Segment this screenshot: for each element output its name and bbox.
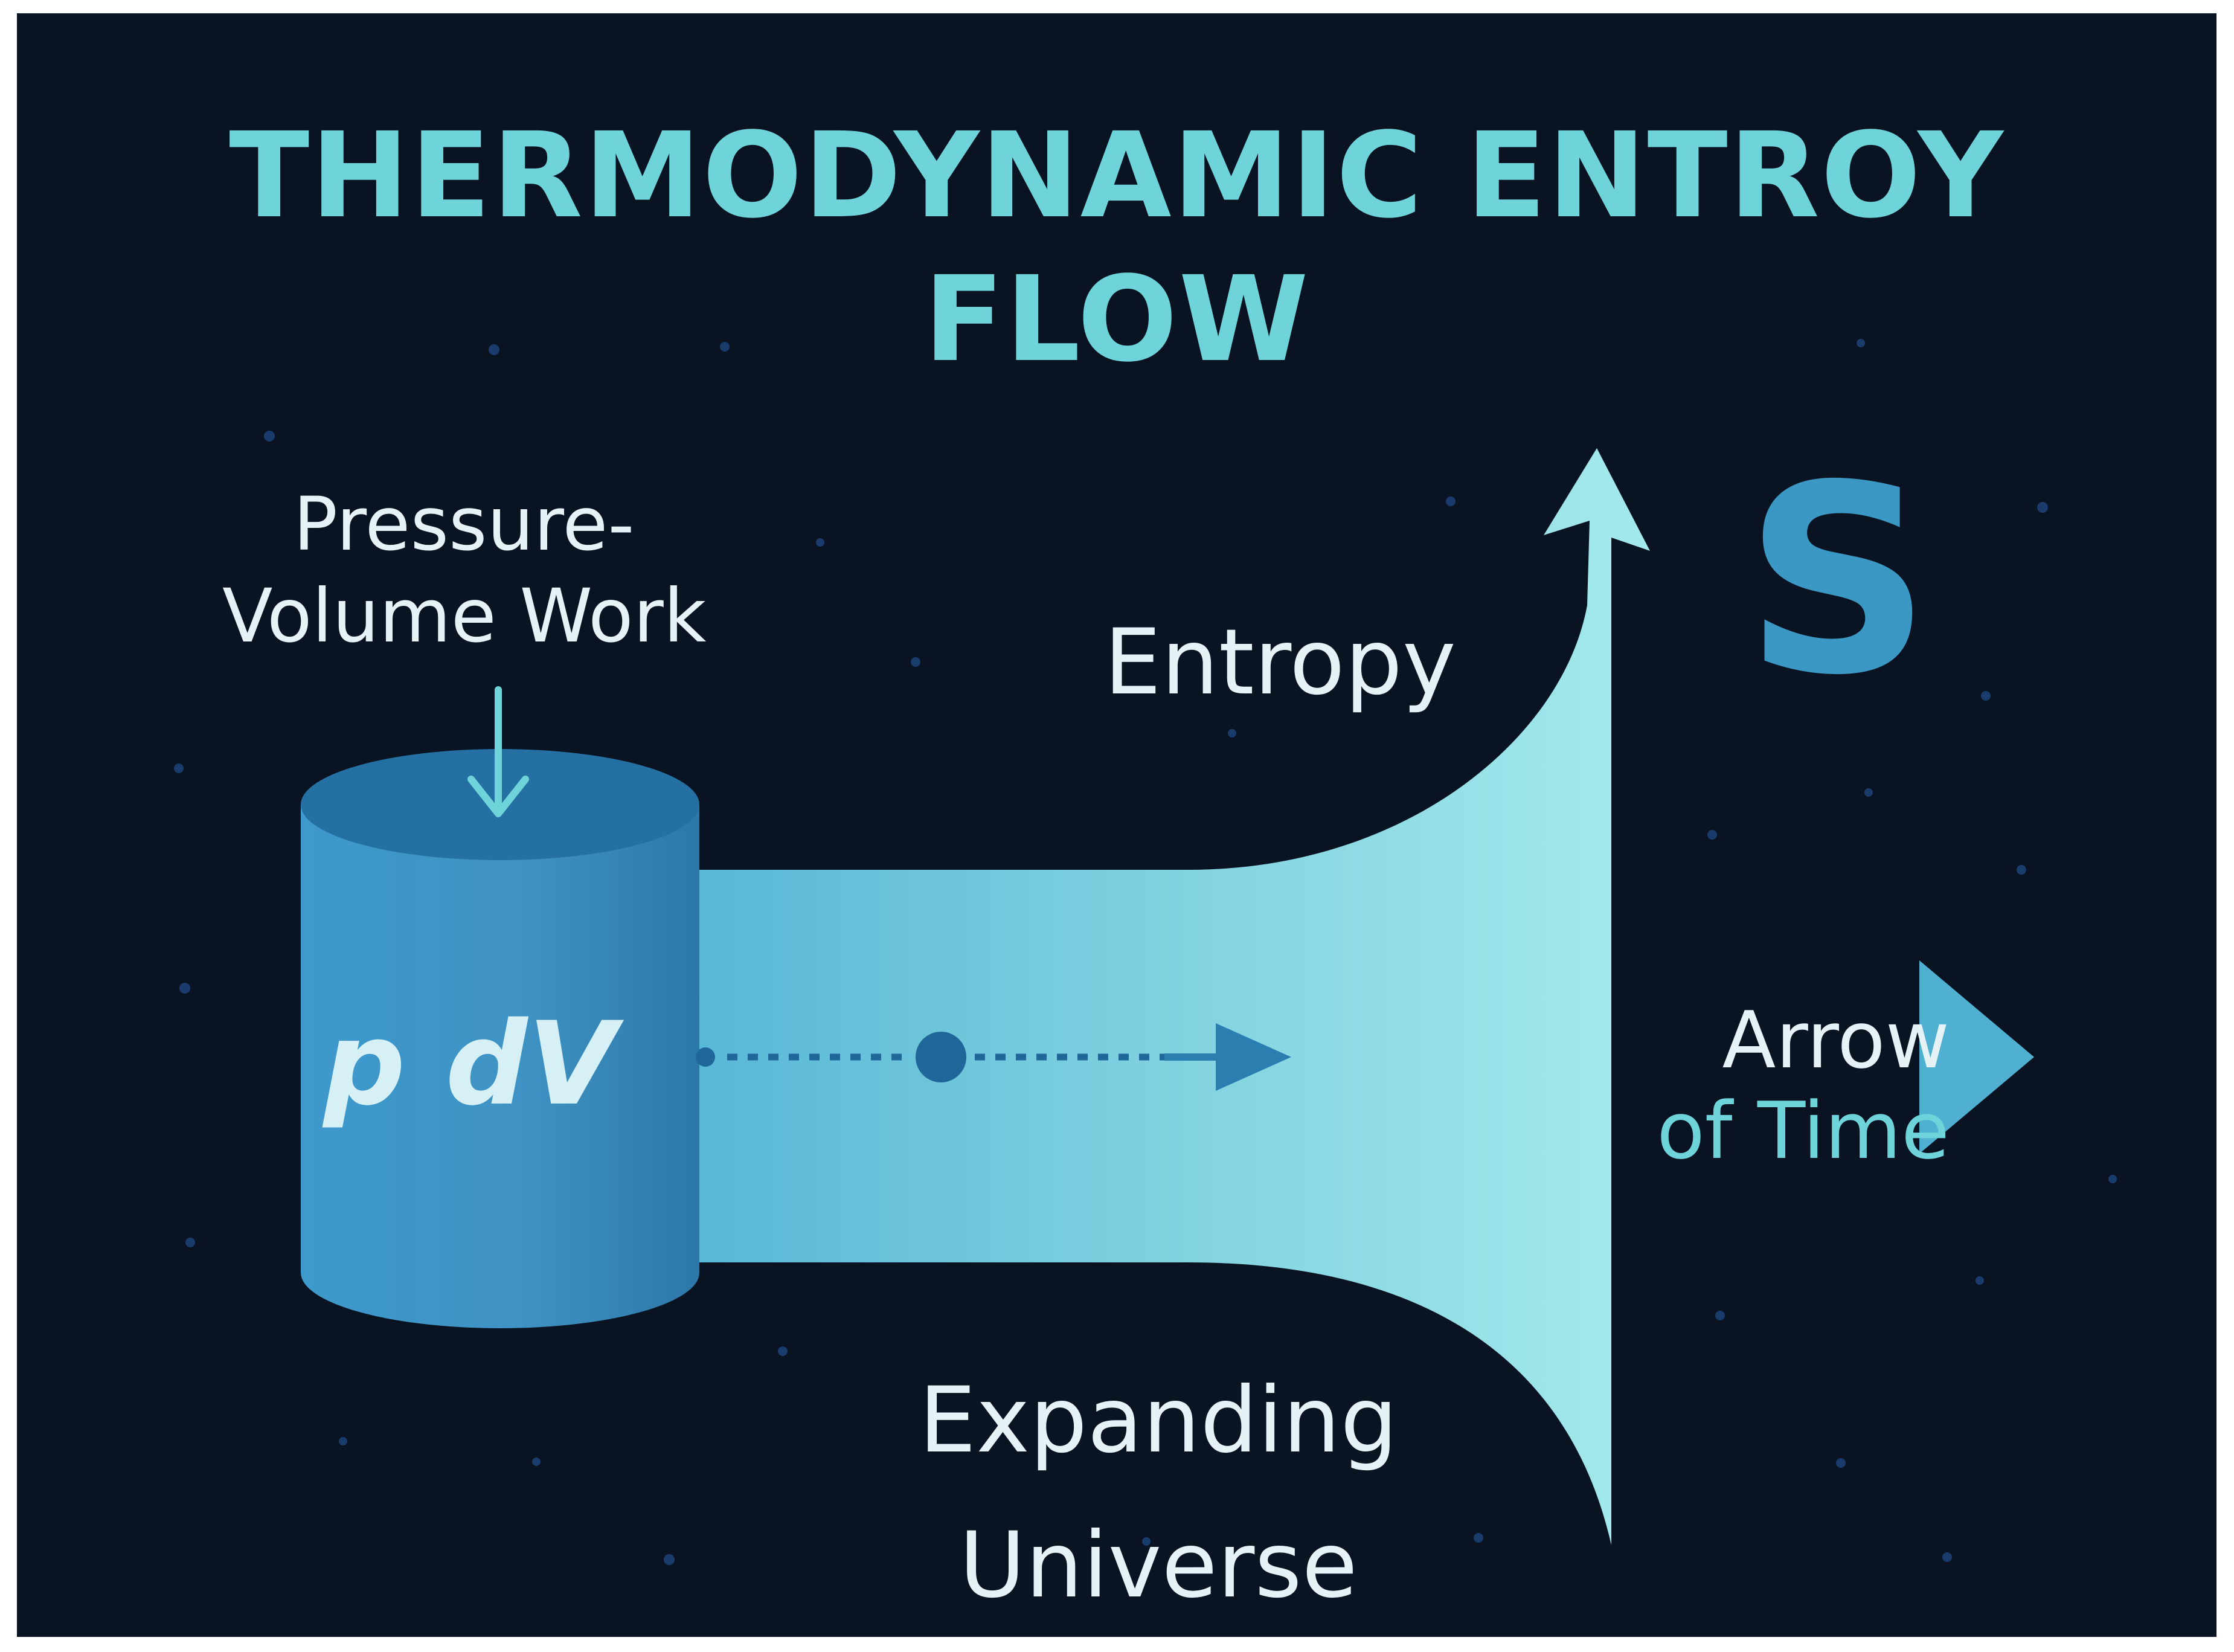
entropy-label: Entropy: [1104, 610, 1456, 715]
pressure-volume-line-1: Pressure-: [293, 481, 635, 567]
expanding-universe-label: Expanding Universe: [850, 1348, 1466, 1637]
pressure-volume-work-label: Pressure- Volume Work: [222, 478, 707, 662]
arrow-of-time-line-2: of Time: [1657, 1085, 1950, 1177]
title-line-1: THERMODYNAMIC ENTROY: [229, 107, 2005, 244]
expanding-line-1: Expanding: [919, 1368, 1398, 1473]
cylinder-formula: p dV: [323, 997, 617, 1131]
pressure-volume-line-2: Volume Work: [222, 573, 707, 659]
expanding-line-2: Universe: [959, 1513, 1358, 1618]
entropy-flow-band: [693, 448, 1650, 1545]
title-line-2: FLOW: [923, 251, 1310, 388]
diagram-frame: THERMODYNAMIC ENTROY FLOW Pressure- Volu…: [17, 13, 2216, 1637]
arrow-of-time-icon: [1919, 960, 2034, 1154]
arrow-of-time-label: Arrow of Time: [1611, 995, 1950, 1176]
entropy-symbol: S: [1744, 430, 1931, 732]
diagram-title: THERMODYNAMIC ENTROY FLOW: [17, 104, 2216, 391]
arrow-of-time-line-1: Arrow: [1722, 994, 1950, 1086]
star-field: [174, 339, 2117, 1565]
down-arrow-icon: [467, 686, 529, 817]
dotted-flow-arrow: [696, 1023, 1291, 1091]
entropy-flow-diagram: [174, 339, 2117, 1565]
